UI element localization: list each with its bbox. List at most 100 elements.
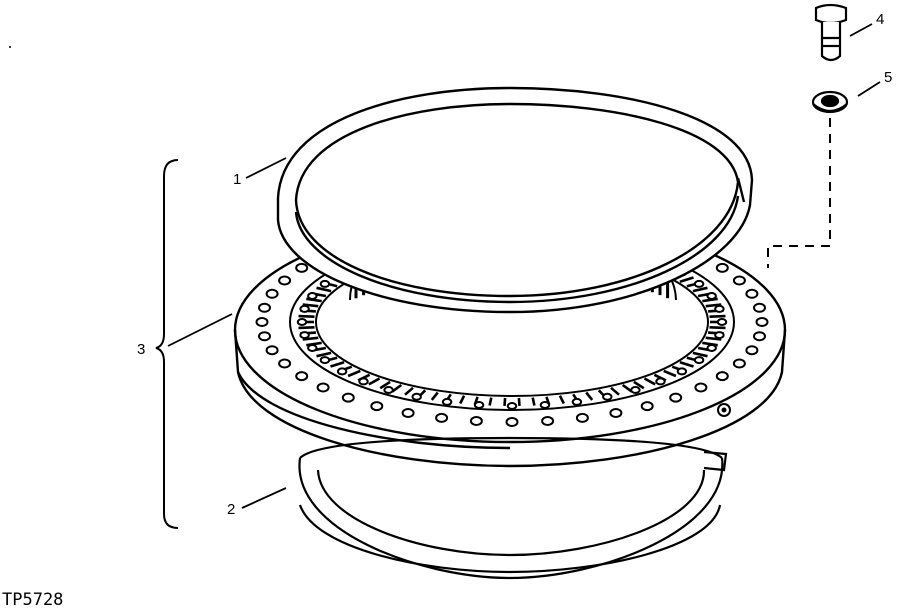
bolt-hole xyxy=(714,304,725,313)
bolt-hole xyxy=(575,412,589,423)
bolt-hole xyxy=(295,262,309,273)
bolt-hole xyxy=(441,397,453,406)
callout-2: 2 xyxy=(227,501,235,518)
bolt-hole xyxy=(706,292,717,300)
bolt-hole xyxy=(609,408,623,418)
bolt-hole xyxy=(411,392,422,401)
bolt-hole xyxy=(669,392,683,403)
callout-1: 1 xyxy=(233,171,241,188)
bolt-hole xyxy=(732,275,746,286)
bolt-hole xyxy=(265,345,279,356)
callout-4: 4 xyxy=(876,11,884,28)
bolt-hole xyxy=(506,402,518,410)
gear-tooth xyxy=(316,286,332,293)
lower-seal-ring xyxy=(298,436,728,580)
gear-tooth xyxy=(330,361,345,368)
bolt-hole xyxy=(630,386,641,394)
bolt-hole xyxy=(299,331,310,340)
callout-5: 5 xyxy=(884,69,892,86)
gear-tooth xyxy=(705,336,722,341)
upper-seal-ring xyxy=(276,86,754,314)
gear-tooth xyxy=(368,377,381,386)
gear-tooth xyxy=(702,297,718,303)
gear-tooth xyxy=(610,386,620,396)
bolt-hole xyxy=(602,392,613,401)
bolt-hole xyxy=(693,356,705,365)
gear-tooth xyxy=(459,395,466,405)
bolt-hole xyxy=(265,288,279,299)
leader-lines xyxy=(167,23,881,509)
bolt-hole xyxy=(706,344,717,352)
gear-tooth xyxy=(692,286,708,293)
gear-tooth xyxy=(585,391,594,401)
bolt-hole xyxy=(435,412,449,423)
leader-2 xyxy=(241,487,287,509)
figure-id: TP5728 xyxy=(2,590,64,610)
gear-tooth xyxy=(379,380,391,390)
gear-tooth xyxy=(306,341,322,347)
stray-mark xyxy=(9,46,11,48)
bolt-hole xyxy=(732,358,746,369)
bolt-hole xyxy=(307,292,318,300)
bolt-hole xyxy=(753,302,766,313)
bolt-hole xyxy=(358,377,369,386)
bolt-hole xyxy=(401,408,415,418)
bolt-hole xyxy=(745,288,759,299)
gear-tooth xyxy=(531,397,536,406)
leader-1 xyxy=(245,157,287,179)
bolt-hole xyxy=(255,317,269,327)
bolt-hole xyxy=(336,367,348,376)
gear-tooth xyxy=(316,351,332,358)
leader-5 xyxy=(857,81,881,97)
bolt-hole xyxy=(278,275,292,286)
bolt-hole xyxy=(341,392,355,403)
bolt-hole xyxy=(295,371,309,382)
bolt-hole xyxy=(505,417,519,427)
bolt-hole xyxy=(307,344,318,352)
bolt-hole xyxy=(541,416,555,426)
bolt-hole xyxy=(571,397,583,406)
callout-3: 3 xyxy=(137,341,145,358)
gear-tooth xyxy=(517,397,521,406)
gear-tooth xyxy=(643,377,656,386)
bolt-hole xyxy=(258,331,271,342)
gear-tooth xyxy=(306,297,322,303)
bolt-hole xyxy=(316,382,330,393)
gear-tooth xyxy=(709,326,726,330)
gear-tooth xyxy=(709,314,726,318)
gear-tooth xyxy=(430,391,439,401)
bolt-hole xyxy=(715,371,729,382)
leader-4 xyxy=(849,23,873,37)
gear-tooth xyxy=(663,369,677,378)
bolt-hole xyxy=(383,386,394,394)
bolt-hole xyxy=(473,401,485,409)
bolt-hole xyxy=(296,318,308,326)
bolt-hole xyxy=(319,279,331,288)
bolt-hole xyxy=(370,401,384,412)
gear-tooth xyxy=(347,369,361,378)
grease-fitting xyxy=(717,403,731,417)
gear-tooth xyxy=(558,395,565,405)
bolt-hole xyxy=(755,317,769,327)
gear-tooth xyxy=(705,303,722,308)
bolt-hole xyxy=(714,331,725,340)
gear-tooth xyxy=(488,397,493,406)
gear-tooth xyxy=(391,383,403,393)
bolt-hole xyxy=(753,331,766,342)
gear-tooth xyxy=(302,336,319,341)
gear-tooth xyxy=(404,386,414,396)
bolt-hole xyxy=(676,367,688,376)
gear-tooth xyxy=(621,383,633,393)
bolt-hole xyxy=(716,318,728,326)
gear-tooth xyxy=(302,303,319,308)
bolt-hole xyxy=(319,356,331,365)
gear-tooth xyxy=(702,341,718,347)
bolt-hole xyxy=(655,377,666,386)
gear-tooth xyxy=(298,326,315,330)
bolt-hole xyxy=(299,304,310,313)
bolt-hole xyxy=(694,382,708,393)
gear-tooth xyxy=(503,397,507,406)
assembly-bracket xyxy=(155,159,179,529)
